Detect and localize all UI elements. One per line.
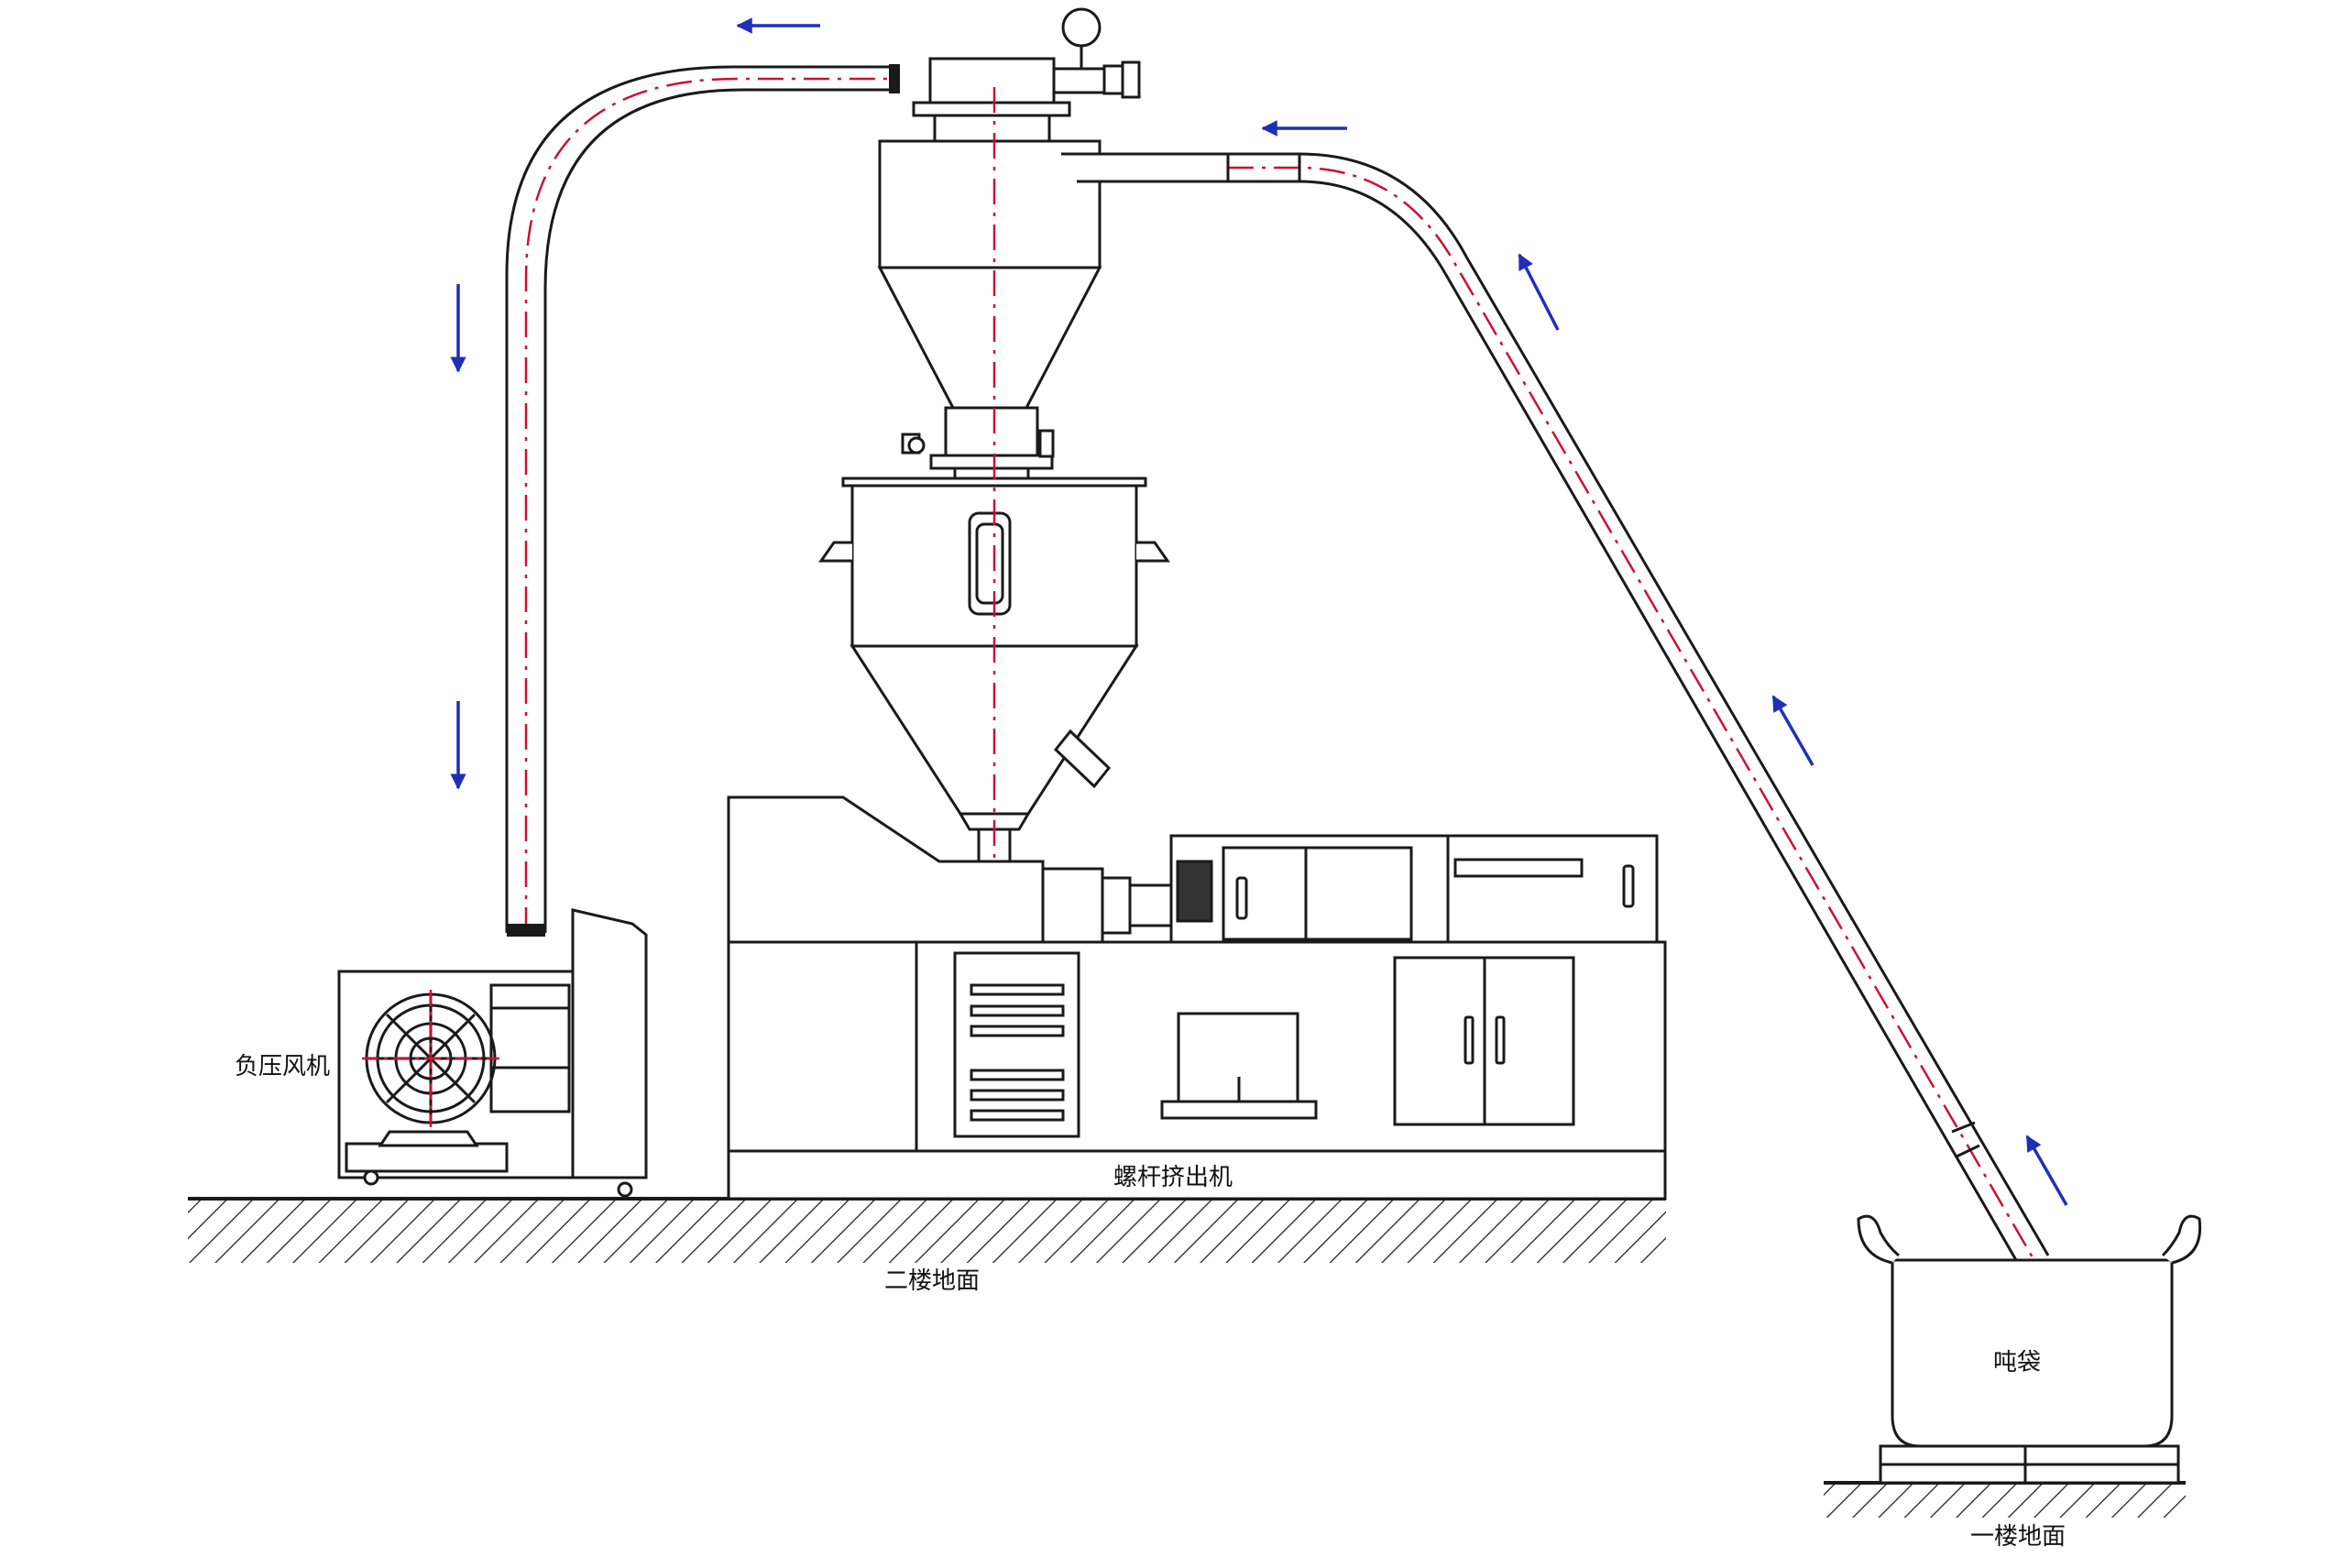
first-floor-label: 一楼地面 bbox=[1970, 1523, 2066, 1551]
arrow-icon bbox=[2025, 1135, 2068, 1206]
screw-extruder bbox=[727, 795, 1667, 1201]
second-floor bbox=[188, 1197, 1666, 1263]
ton-bag bbox=[1857, 1214, 2202, 1485]
vacuum-blower bbox=[337, 908, 648, 1198]
blower-label: 负压风机 bbox=[235, 1053, 330, 1080]
material-conveying-pipe bbox=[1226, 152, 2050, 1261]
arrow-icon bbox=[1771, 695, 1814, 766]
pressure-gauge-icon bbox=[1052, 7, 1141, 99]
fan-icon bbox=[362, 990, 499, 1127]
second-floor-label: 二楼地面 bbox=[884, 1267, 980, 1295]
vacuum-receiver bbox=[877, 57, 1230, 410]
flow-arrows bbox=[450, 17, 2068, 1206]
first-floor bbox=[1824, 1481, 2186, 1518]
ton-bag-label: 吨袋 bbox=[1993, 1349, 2041, 1376]
blower-suction-pipe bbox=[505, 64, 900, 937]
arrow-icon bbox=[1518, 253, 1560, 331]
extruder-label: 螺杆挤出机 bbox=[1113, 1164, 1233, 1191]
